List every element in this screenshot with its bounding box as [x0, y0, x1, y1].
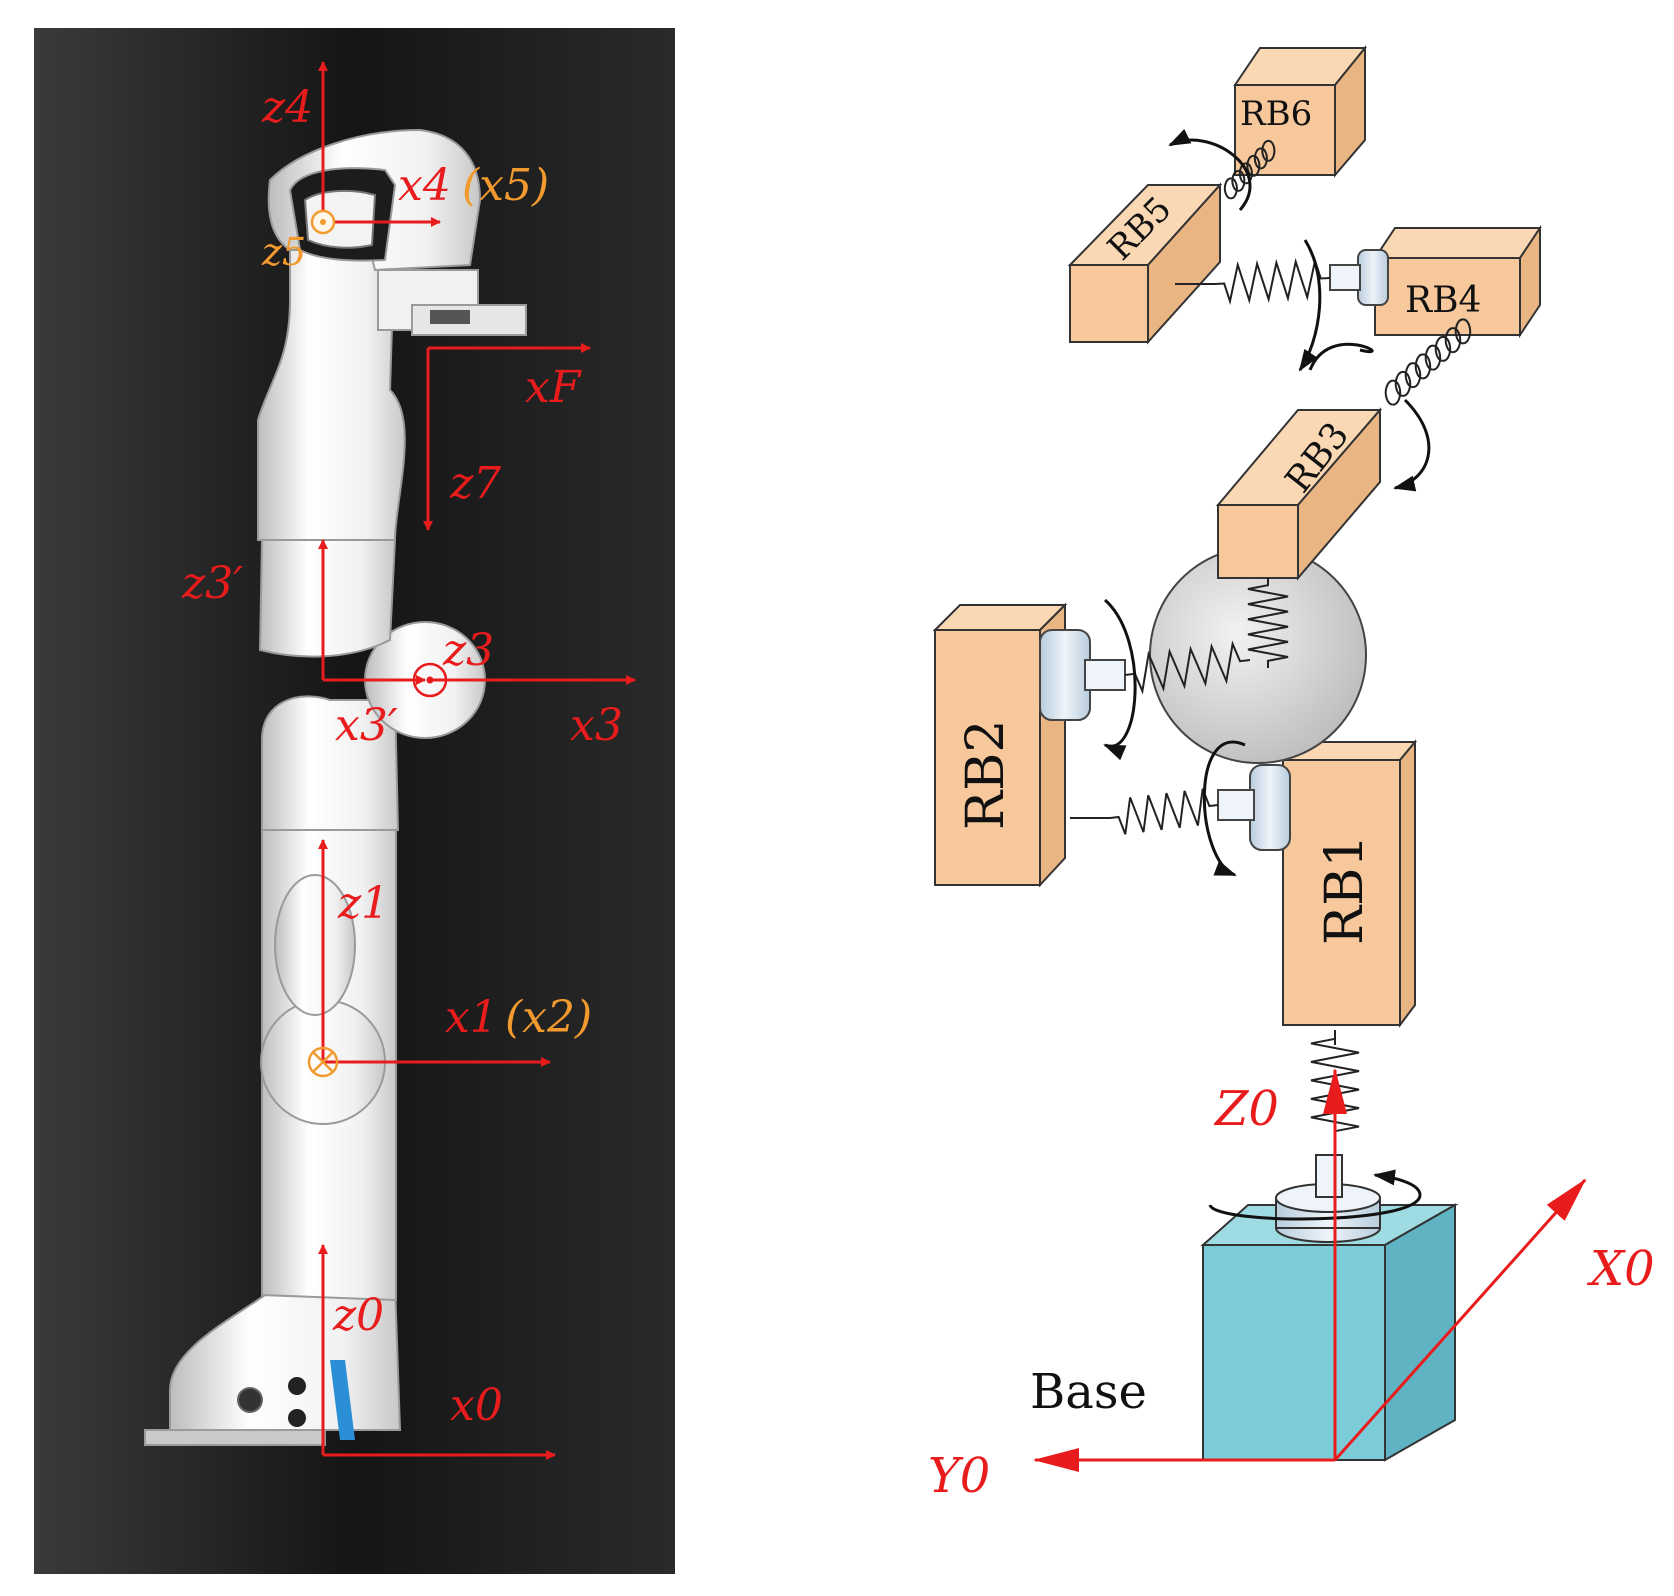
label-x0: x0 [450, 1380, 503, 1431]
rb2-motor-upper-shaft [1084, 659, 1126, 691]
spring-sphere-rb2 [1124, 640, 1251, 695]
rigid-body-rb3: RB3 [1215, 407, 1383, 581]
robot-gripper-slot [430, 310, 470, 324]
label-z7: z7 [449, 458, 501, 509]
base-port-3 [288, 1409, 306, 1427]
left-panel: z4 x4 (x5) z5 xF z7 z3′ z3 x3′ x3 z1 x1 … [34, 28, 675, 1574]
label-z3-prime: z3′ [181, 558, 243, 609]
springs [1109, 139, 1472, 835]
label-xF: xF [525, 362, 582, 413]
label-rb6: RB6 [1240, 94, 1312, 134]
base-cube [1200, 1203, 1459, 1462]
rb4-motor [1357, 249, 1389, 306]
rb1-side [1399, 739, 1416, 1028]
rb4-top [1373, 227, 1542, 259]
rb3-front [1217, 504, 1299, 579]
spherical-joint [1149, 546, 1367, 764]
base-cable [330, 1360, 355, 1440]
spring-sphere-rb3 [1247, 578, 1289, 668]
base-motor-shaft [1315, 1154, 1343, 1198]
rb2-motor-upper [1039, 629, 1091, 721]
frame-3-origin [412, 662, 448, 698]
rotation-arrow-rb6 [1168, 128, 1252, 211]
label-x3-prime: x3′ [335, 700, 398, 751]
robot-link-bulge [274, 874, 356, 1016]
rotation-arrow-rb4-tail [1308, 342, 1374, 371]
label-rb1: RB1 [1315, 835, 1375, 945]
rb5-front [1069, 264, 1149, 343]
label-x2: (x2) [505, 992, 592, 1043]
rotation-arrow-rb5 [1298, 239, 1322, 372]
label-rb4: RB4 [1405, 280, 1481, 321]
spring-rb2-rb1 [1109, 788, 1219, 835]
spring-rb5-rb6 [1223, 139, 1276, 200]
label-x3: x3 [570, 700, 623, 751]
spring-rb5-rb4 [1214, 256, 1331, 306]
rb4-side [1519, 224, 1541, 339]
rigid-body-rb5: RB5 [1067, 182, 1223, 345]
right-panel: RB1 RB2 RB3 RB4 R [928, 45, 1655, 1504]
base-motor [1275, 1154, 1381, 1243]
rb4-motor-shaft [1329, 264, 1361, 291]
label-z3: z3 [442, 625, 494, 676]
label-x5: (x5) [462, 160, 549, 211]
rotation-arrow-rb3 [1393, 398, 1431, 492]
base-cube-front [1202, 1244, 1386, 1461]
label-Z0: Z0 [1213, 1081, 1279, 1137]
frame-3-dot [426, 676, 434, 684]
frame-4-dot [320, 219, 326, 225]
axis-X0-arrow [1333, 1178, 1587, 1461]
label-Y0: Y0 [928, 1448, 990, 1504]
spring-links [1070, 283, 1336, 1045]
label-z5: z5 [261, 230, 306, 274]
base-rotation-arrow [1208, 1169, 1422, 1221]
rigid-body-rb4: RB4 [1373, 224, 1542, 339]
base-axes [1033, 1068, 1587, 1472]
rb3-side [1297, 407, 1381, 581]
label-x4: x4 [398, 160, 451, 211]
rotation-arrow-rb1 [1202, 740, 1246, 877]
left-frame-axes [307, 61, 636, 1460]
rigid-body-rb1: RB1 [1280, 739, 1418, 1028]
label-X0: X0 [1586, 1241, 1655, 1297]
base-port-2 [288, 1377, 306, 1395]
label-x1: x1 [445, 992, 498, 1043]
spring-rb3-rb4 [1384, 318, 1472, 406]
rb6-side [1334, 45, 1366, 178]
robot-base-plate [144, 1429, 326, 1446]
rb5-side [1147, 182, 1221, 345]
left-frame-labels: z4 x4 (x5) z5 xF z7 z3′ z3 x3′ x3 z1 x1 … [181, 82, 623, 1431]
frame-1-cross-b [312, 1051, 334, 1073]
rotation-arrow-rb2 [1103, 598, 1137, 761]
label-z0: z0 [332, 1290, 384, 1341]
frame-1-origin [307, 1046, 339, 1078]
base-cube-side [1384, 1203, 1456, 1462]
label-z1: z1 [337, 878, 389, 929]
robot-link-3 [258, 539, 397, 658]
robot-link-2 [261, 695, 400, 831]
rigid-body-rb6: RB6 [1233, 45, 1368, 178]
rb1-motor-shaft [1217, 789, 1255, 821]
label-base: Base [1030, 1364, 1147, 1420]
label-z4: z4 [261, 82, 313, 133]
rotation-arrows [1103, 128, 1431, 877]
rb1-motor [1249, 764, 1291, 851]
base-port-1 [237, 1387, 263, 1413]
joint-motors [1039, 249, 1389, 851]
label-rb2: RB2 [956, 720, 1016, 830]
